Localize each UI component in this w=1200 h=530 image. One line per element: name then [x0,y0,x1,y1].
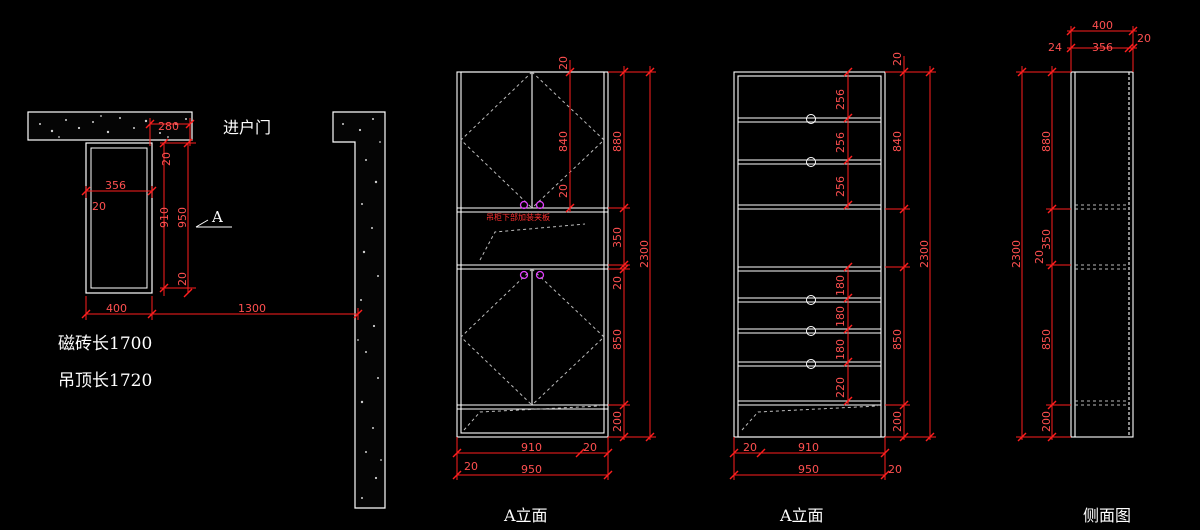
dim-overall-height: 950 [176,207,189,228]
dim-side-gap: 20 [1033,250,1046,264]
dim-side-base: 200 [1040,411,1053,432]
dim-a-upper-section: 880 [611,131,624,152]
knob-1 [806,114,816,124]
knob-2 [806,157,816,167]
side-view-title: 侧面图 [1083,506,1131,525]
dim-b-total-height: 2300 [918,240,931,268]
plan-cabinet-inner [90,147,148,289]
elev-b-base-fold [741,405,879,431]
handle-upper-right [535,200,545,210]
dim-a-base: 200 [611,411,624,432]
dim-a-mid-gap: 20 [557,184,570,198]
elev-b-title: A立面 [779,506,824,525]
handle-upper-left [519,200,529,210]
dim-a-total-width: 950 [521,463,542,476]
dim-side-thickness: 20 [92,200,106,213]
dim-a-inner-width: 910 [521,441,542,454]
dim-b-drawer-lower-4: 220 [834,377,847,398]
knob-3 [806,295,816,305]
elev-a-dim-ticks [452,67,655,480]
dim-b-total-width: 950 [798,463,819,476]
dim-side-niche: 350 [1040,229,1053,250]
dim-b-drawer-upper-2: 256 [834,132,847,153]
dim-side-front-gap: 20 [1137,32,1151,45]
dim-b-left-side: 20 [743,441,757,454]
side-view: 400 24 356 20 2300 880 350 20 850 200 侧面… [1010,19,1151,525]
dim-inner-height: 910 [158,207,171,228]
dim-gap-to-wall: 1300 [238,302,266,315]
elev-a-outline [456,71,609,438]
dim-a-lower-section: 850 [611,329,624,350]
dim-side-back-gap: 24 [1048,41,1062,54]
plan-view: 进户门 A 280 3 [27,111,386,509]
handle-lower-left [519,270,529,280]
elev-a-dim-lines [456,60,656,480]
dim-b-drawer-upper-3: 256 [834,176,847,197]
dim-b-upper-section: 840 [891,131,904,152]
elev-a-title: A立面 [503,506,548,525]
handle-lower-right [535,270,545,280]
side-dim-ticks [1017,26,1138,442]
elev-b-dim-lines [733,56,936,480]
dim-b-drawer-lower-3: 180 [834,339,847,360]
plan-cabinet-outer [85,142,153,294]
side-dim-lines [1016,26,1137,440]
dim-b-lower-section: 850 [891,329,904,350]
entry-door-label: 进户门 [223,118,271,137]
dim-a-upper-door: 840 [557,131,570,152]
elevation-a: 吊柜下部加装夹板 20 [452,56,656,525]
wall-speckle [39,115,187,138]
plan-right-wall [332,111,386,509]
dim-a-niche: 350 [611,227,624,248]
dim-cabinet-depth: 400 [106,302,127,315]
elev-a-note: 吊柜下部加装夹板 [486,212,550,222]
ceiling-length-note: 吊顶长1720 [58,371,153,391]
dim-top-offset: 280 [158,120,179,133]
knob-4 [806,326,816,336]
marker-tick [195,219,209,228]
dim-side-total-depth: 400 [1092,19,1113,32]
dim-a-total-height: 2300 [638,240,651,268]
elev-b-outline [733,71,886,438]
side-dim-text: 400 24 356 20 2300 880 350 20 850 200 [1010,19,1151,432]
dim-side-lower-section: 850 [1040,329,1053,350]
plan-top-wall [27,111,193,141]
elev-a-handles [519,200,545,280]
elev-a-dim-text: 20 840 20 880 350 20 850 200 2300 910 20… [464,56,651,476]
dim-b-base: 200 [891,411,904,432]
side-outline [1070,71,1134,438]
dim-a-left-side: 20 [464,460,478,473]
plan-dim-text: 280 356 20 20 910 950 20 400 1300 [92,120,266,315]
dim-b-drawer-lower-1: 180 [834,275,847,296]
dim-side-inner-depth: 356 [1092,41,1113,54]
elev-b-dim-text: 20 256 256 256 840 2300 180 180 180 220 … [743,52,931,476]
elev-b-dim-ticks [729,67,935,480]
dim-a-top-gap: 20 [557,56,570,70]
tile-length-note: 磁砖长1700 [58,334,153,354]
dim-b-drawer-upper-1: 256 [834,89,847,110]
elev-a-door-folds [460,71,605,431]
elev-b-knobs [806,114,816,369]
dim-a-niche-gap: 20 [611,276,624,290]
dim-side-total-height: 2300 [1010,240,1023,268]
knob-5 [806,359,816,369]
dim-inner-width: 356 [105,179,126,192]
dim-b-inner-width: 910 [798,441,819,454]
plan-dim-ticks [81,119,363,319]
side-dashed-shelves [1075,204,1129,406]
right-wall-speckle [342,118,382,499]
dim-top-gap: 20 [160,152,173,166]
dim-side-upper-section: 880 [1040,131,1053,152]
dim-bottom-gap: 20 [176,272,189,286]
dim-b-top-gap: 20 [891,52,904,66]
marker-label: A [211,208,223,226]
dim-b-drawer-lower-2: 180 [834,306,847,327]
elevation-b: 20 256 256 256 840 2300 180 180 180 220 … [729,52,936,525]
dim-a-side: 20 [583,441,597,454]
dim-b-right-side: 20 [888,463,902,476]
